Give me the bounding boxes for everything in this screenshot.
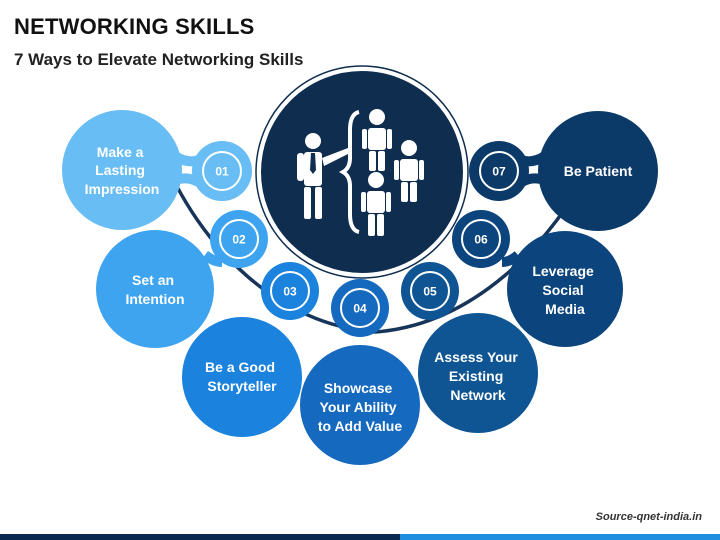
step-06-badge — [452, 210, 510, 268]
step-01: 01 Make a Lasting Impression — [62, 110, 252, 230]
step-06: 06 Leverage Social Media — [452, 210, 623, 347]
step-05: 05 Assess Your Existing Network — [401, 262, 538, 433]
step-02-badge — [210, 210, 268, 268]
step-05-number: 05 — [423, 285, 437, 299]
step-07-circle — [538, 111, 658, 231]
step-03-number: 03 — [283, 285, 297, 299]
step-05-label: Assess Your Existing Network — [434, 349, 521, 403]
step-04-number: 04 — [353, 302, 367, 316]
footer-bar-dark — [0, 534, 400, 540]
step-05-badge — [401, 262, 459, 320]
step-04: 04 Showcase Your Ability to Add Value — [300, 279, 420, 465]
step-01-number: 01 — [215, 165, 229, 179]
step-02-number: 02 — [232, 233, 246, 247]
step-02-label: Set an Intention — [125, 272, 184, 307]
step-04-circle — [300, 345, 420, 465]
step-06-circle — [507, 231, 623, 347]
step-04-label: Showcase Your Ability to Add Value — [318, 380, 402, 434]
people-networking-icon — [297, 109, 424, 236]
step-07-label: Be Patient — [564, 163, 633, 179]
center-hub — [255, 65, 469, 279]
page-subtitle: 7 Ways to Elevate Networking Skills — [14, 50, 304, 69]
step-03: 03 Be a Good Storyteller — [182, 262, 319, 437]
step-06-label: Leverage Social Media — [532, 263, 597, 317]
page-title: NETWORKING SKILLS — [14, 14, 255, 39]
step-01-circle — [62, 110, 182, 230]
step-03-circle — [182, 317, 302, 437]
step-04-badge — [331, 279, 389, 337]
step-01-badge — [192, 141, 252, 201]
step-03-label: Be a Good Storyteller — [205, 359, 279, 394]
step-05-circle — [418, 313, 538, 433]
step-01-label: Make a Lasting Impression — [85, 144, 160, 197]
step-06-number: 06 — [474, 233, 488, 247]
step-02-circle — [96, 230, 214, 348]
source-credit: Source-qnet-india.in — [595, 511, 702, 523]
step-07: 07 Be Patient — [469, 111, 658, 231]
step-07-badge — [469, 141, 529, 201]
footer-bar-light — [400, 534, 720, 540]
step-07-number: 07 — [492, 165, 506, 179]
step-02: 02 Set an Intention — [96, 210, 268, 348]
step-03-badge — [261, 262, 319, 320]
